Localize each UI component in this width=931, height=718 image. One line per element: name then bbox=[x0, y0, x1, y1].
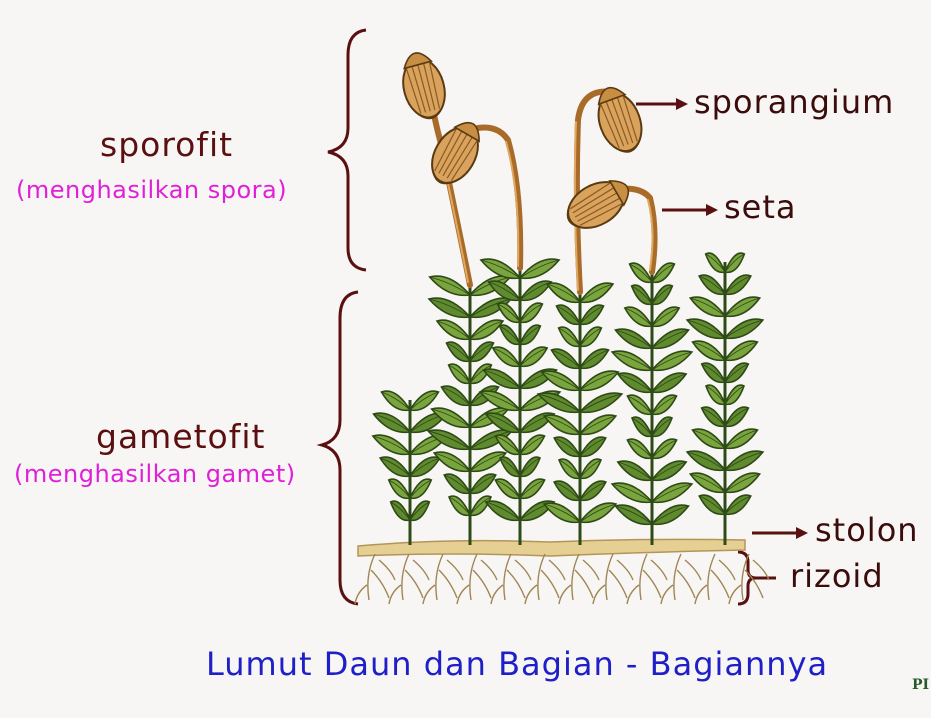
leaf bbox=[723, 274, 752, 296]
leaf bbox=[545, 282, 582, 304]
leaf bbox=[628, 262, 654, 284]
sporangium-label: sporangium bbox=[694, 83, 895, 121]
leaf bbox=[496, 302, 522, 324]
leaf bbox=[650, 504, 690, 526]
leaf bbox=[650, 394, 678, 416]
sporangium-capsule bbox=[431, 121, 480, 185]
rizoid-label: rizoid bbox=[790, 557, 884, 595]
rhizoid-group bbox=[354, 553, 770, 605]
leaf bbox=[494, 434, 522, 456]
leaf bbox=[468, 341, 495, 363]
leaf bbox=[578, 436, 607, 458]
leaf bbox=[610, 350, 654, 372]
sporangia bbox=[402, 52, 643, 229]
stolon-stem bbox=[357, 538, 746, 557]
leaf bbox=[650, 284, 674, 306]
leaf bbox=[723, 318, 765, 340]
leaf bbox=[623, 306, 654, 328]
gametofit-bracket bbox=[316, 290, 359, 606]
leaf bbox=[723, 406, 750, 428]
leaf bbox=[650, 262, 676, 284]
seta-arrow bbox=[662, 204, 718, 216]
leaf bbox=[478, 390, 522, 412]
leaf bbox=[698, 494, 727, 516]
leaf bbox=[650, 328, 690, 350]
leaf bbox=[518, 346, 549, 368]
leaf bbox=[484, 500, 522, 522]
leaf bbox=[700, 362, 727, 384]
leaf bbox=[616, 460, 654, 482]
leaf bbox=[518, 302, 544, 324]
leaf bbox=[691, 428, 727, 450]
leaf bbox=[443, 473, 472, 495]
leaf bbox=[614, 328, 654, 350]
sporofit-label: sporofit bbox=[100, 125, 234, 164]
leaf bbox=[491, 346, 522, 368]
leaf bbox=[650, 306, 681, 328]
sporofit-note: (menghasilkan spora) bbox=[16, 176, 288, 204]
gametophyte-shoots bbox=[371, 252, 765, 545]
diagram-caption: Lumut Daun dan Bagian - Bagiannya bbox=[206, 645, 829, 683]
stolon-label: stolon bbox=[815, 511, 919, 549]
leaf bbox=[518, 434, 546, 456]
leaf bbox=[650, 460, 688, 482]
sporangium-arrow bbox=[636, 98, 688, 110]
leaf bbox=[555, 304, 582, 326]
leaf bbox=[518, 324, 542, 346]
leaf bbox=[685, 318, 727, 340]
leaf bbox=[689, 472, 727, 494]
leaf bbox=[630, 284, 654, 306]
leaf bbox=[723, 450, 765, 472]
sporangium-capsule bbox=[597, 86, 643, 153]
sporangium-capsule bbox=[566, 180, 630, 229]
leaf bbox=[723, 428, 759, 450]
leaf bbox=[698, 274, 727, 296]
gametofit-note: (menghasilkan gamet) bbox=[14, 460, 296, 488]
leaf bbox=[435, 319, 472, 341]
leaf bbox=[479, 258, 522, 280]
gametofit-label: gametofit bbox=[96, 417, 266, 456]
leaf bbox=[578, 480, 607, 502]
sporangium-capsule bbox=[402, 52, 446, 120]
leaf bbox=[614, 504, 654, 526]
leaf bbox=[542, 502, 582, 524]
leaf bbox=[578, 502, 618, 524]
leaf bbox=[482, 368, 522, 390]
stolon-arrow bbox=[752, 527, 808, 539]
leaf bbox=[685, 450, 727, 472]
sporofit-bracket bbox=[327, 28, 367, 272]
leaf bbox=[723, 472, 761, 494]
leaf bbox=[468, 319, 505, 341]
leaf bbox=[378, 456, 412, 478]
leaf bbox=[553, 436, 582, 458]
leaf bbox=[468, 473, 497, 495]
leaf bbox=[578, 304, 605, 326]
leaf bbox=[578, 282, 615, 304]
corner-mark: PI bbox=[912, 677, 930, 693]
leaf bbox=[445, 341, 472, 363]
leaf bbox=[553, 480, 582, 502]
leaf bbox=[723, 494, 752, 516]
seta-label: seta bbox=[724, 188, 797, 226]
leaf bbox=[650, 350, 694, 372]
leaf bbox=[626, 394, 654, 416]
leaf bbox=[427, 297, 472, 319]
leaf bbox=[498, 324, 522, 346]
leaf bbox=[723, 362, 750, 384]
leaf bbox=[518, 258, 561, 280]
leaf bbox=[700, 406, 727, 428]
